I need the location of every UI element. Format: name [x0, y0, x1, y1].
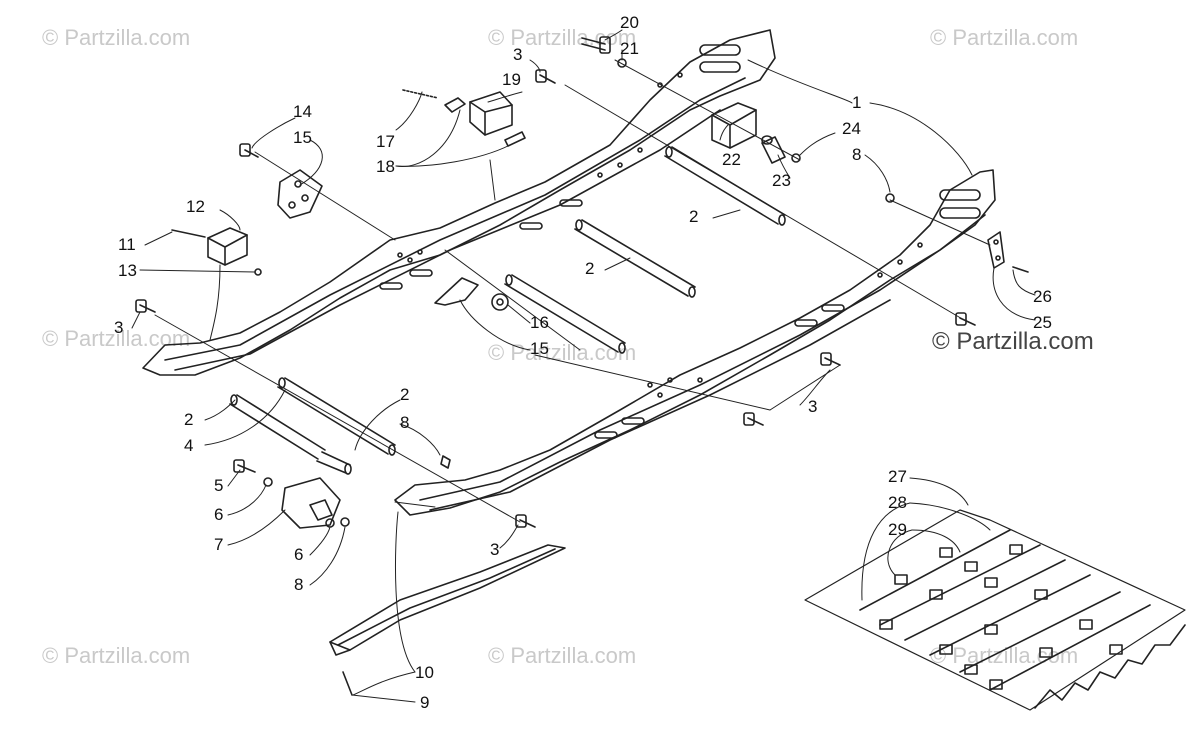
- callout-15: 15: [530, 339, 549, 358]
- bushing-16: [491, 293, 509, 311]
- callout-19: 19: [502, 70, 521, 89]
- callout-2: 2: [585, 259, 594, 278]
- callout-29: 29: [888, 520, 907, 539]
- wheel-7: [281, 477, 341, 529]
- callout-5: 5: [214, 476, 223, 495]
- callout-8: 8: [294, 575, 303, 594]
- wear-strip-10: [329, 544, 566, 656]
- callout-6: 6: [294, 545, 303, 564]
- cross-shaft-3: [504, 274, 626, 354]
- callout-7: 7: [214, 535, 223, 554]
- bolt-3-center: [743, 412, 764, 426]
- callout-2: 2: [400, 385, 409, 404]
- clip-18: [504, 131, 526, 147]
- callout-3: 3: [513, 45, 522, 64]
- callout-3: 3: [490, 540, 499, 559]
- clip-17: [444, 97, 466, 113]
- bolt-3-lower: [515, 514, 536, 528]
- callout-24: 24: [842, 119, 861, 138]
- callout-25: 25: [1033, 313, 1052, 332]
- watermark: © Partzilla.com: [42, 25, 191, 50]
- callout-28: 28: [888, 493, 907, 512]
- callout-1: 1: [852, 93, 861, 112]
- block-22: [711, 102, 757, 149]
- cross-shaft-5: [229, 394, 352, 475]
- watermark: © Partzilla.com: [488, 340, 637, 365]
- right-slide-rail: [394, 169, 996, 516]
- left-slide-rail: [142, 29, 776, 376]
- callout-18: 18: [376, 157, 395, 176]
- callout-3: 3: [114, 318, 123, 337]
- callout-8: 8: [400, 413, 409, 432]
- track-section: [804, 509, 1186, 711]
- bolt-3-center-right: [820, 352, 841, 366]
- callout-4: 4: [184, 436, 193, 455]
- screw-9: [342, 671, 353, 696]
- bolt-3-left: [135, 299, 156, 313]
- watermark: © Partzilla.com: [42, 326, 191, 351]
- watermark: © Partzilla.com: [488, 25, 637, 50]
- washer-6-upper: [263, 477, 273, 487]
- callout-20: 20: [620, 13, 639, 32]
- callout-2: 2: [689, 207, 698, 226]
- callout-16: 16: [530, 313, 549, 332]
- callout-17: 17: [376, 132, 395, 151]
- bracket-15-upper: [277, 169, 323, 219]
- callout-6: 6: [214, 505, 223, 524]
- watermark: © Partzilla.com: [42, 643, 191, 668]
- axis-lines: [154, 59, 991, 523]
- callout-2: 2: [184, 410, 193, 429]
- callout-3: 3: [808, 397, 817, 416]
- nut-24: [791, 153, 801, 163]
- bolt-14: [239, 143, 259, 158]
- callout-8: 8: [852, 145, 861, 164]
- nut-8-top: [885, 193, 895, 203]
- callout-12: 12: [186, 197, 205, 216]
- callout-15: 15: [293, 128, 312, 147]
- bracket-15-lower: [434, 277, 479, 306]
- bolt-5: [233, 459, 256, 473]
- block-12: [207, 227, 248, 266]
- callout-22: 22: [722, 150, 741, 169]
- callout-23: 23: [772, 171, 791, 190]
- callout-27: 27: [888, 467, 907, 486]
- callout-14: 14: [293, 102, 312, 121]
- callout-11: 11: [118, 235, 136, 254]
- callout-13: 13: [118, 261, 137, 280]
- bolt-3-top: [535, 69, 556, 84]
- bolt-3-right: [955, 312, 976, 326]
- callout-10: 10: [415, 663, 434, 682]
- callouts: 20 21 3 19 1 14 15 17 18 22 24 23 8 12 1…: [114, 13, 1052, 712]
- callout-26: 26: [1033, 287, 1052, 306]
- pin-17: [402, 89, 439, 99]
- cross-shaft-2: [574, 219, 696, 298]
- cylinder-23: [761, 135, 786, 164]
- bolt-20: [581, 36, 611, 54]
- watermark-strong: © Partzilla.com: [932, 328, 1094, 355]
- clip-13: [254, 268, 262, 276]
- pin-11: [171, 229, 206, 238]
- callout-21: 21: [620, 39, 639, 58]
- nut-8-mid: [440, 455, 451, 469]
- cross-shaft-4: [277, 377, 396, 456]
- leader-lines: [131, 29, 1036, 703]
- bolt-26: [1012, 266, 1029, 273]
- callout-9: 9: [420, 693, 429, 712]
- nut-8-lower: [340, 517, 350, 527]
- bracket-25: [987, 231, 1005, 269]
- watermark: © Partzilla.com: [930, 25, 1079, 50]
- block-19: [469, 91, 513, 136]
- watermark: © Partzilla.com: [488, 643, 637, 668]
